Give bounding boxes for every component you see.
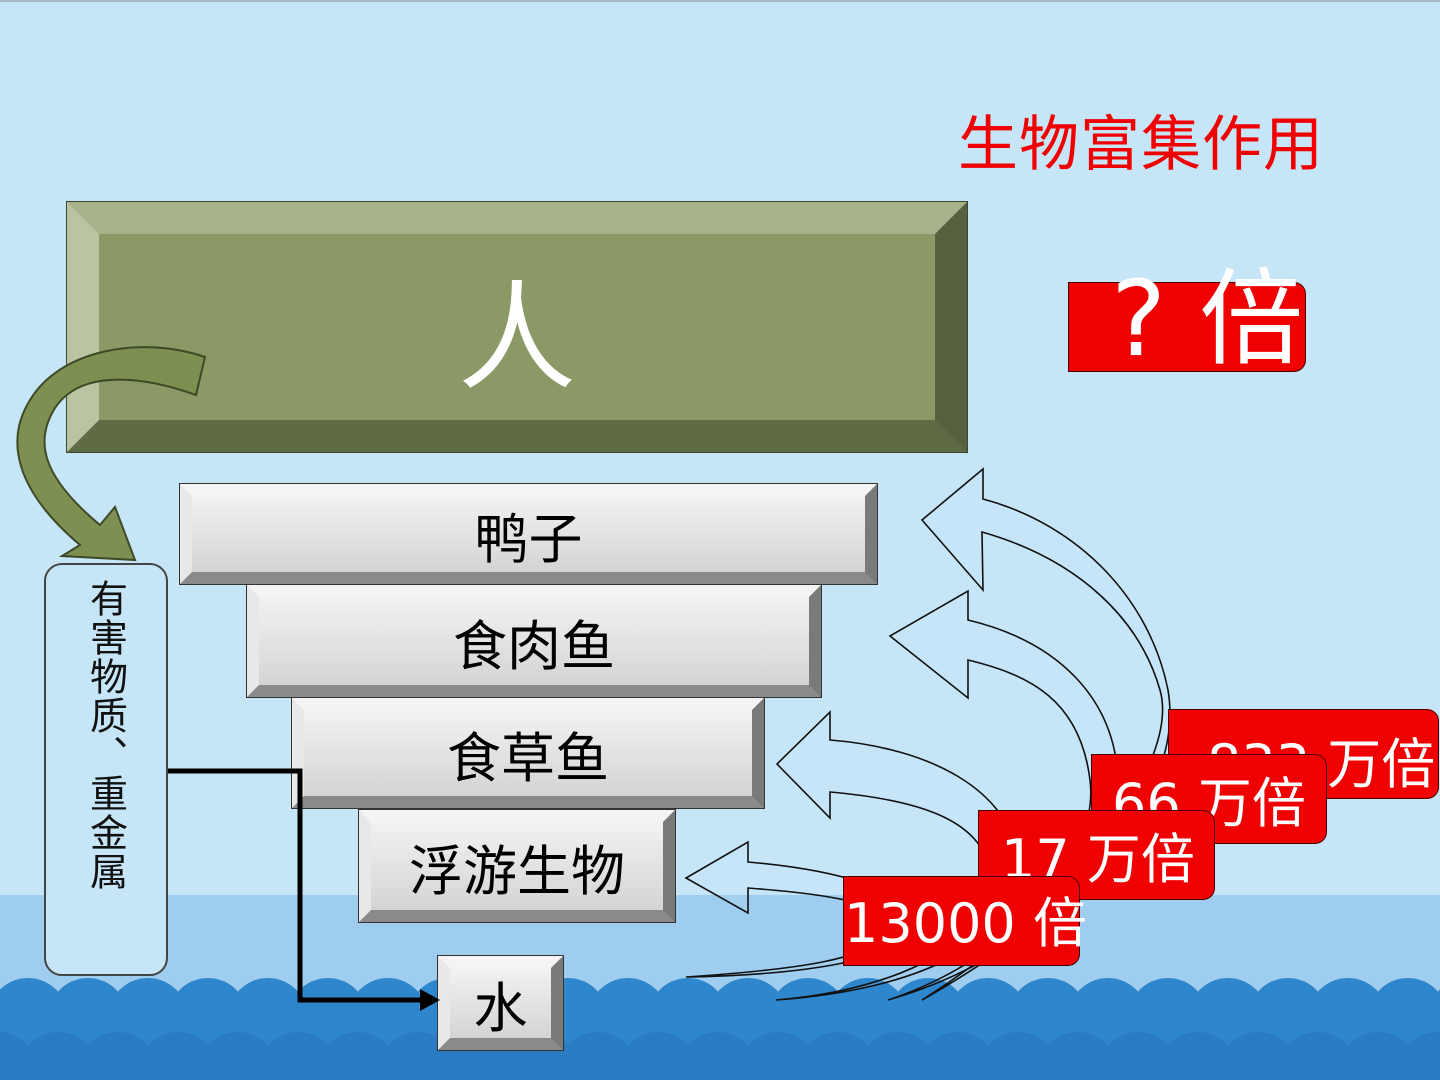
level-water-label: 水 [473,976,528,1040]
green-curved-arrow [16,346,207,562]
wave-scallop [198,1032,278,1080]
wave-scallop [558,1032,638,1080]
wave-scallop [678,1032,758,1080]
wave-scallop [1398,1032,1440,1080]
level-plankton-label: 浮游生物 [409,839,625,903]
wave-scallop [618,1032,698,1080]
connector-arrowhead [420,989,440,1011]
wave-scallop [858,1032,938,1080]
wave-scallop [918,1032,998,1080]
level-human-label: 人 [457,268,576,407]
wave-scallop [1158,1032,1238,1080]
connector-arrow [168,768,428,1003]
wave-scallop [738,1032,818,1080]
badge-unknown-multiplier-text: ? 倍 [1111,258,1304,380]
wave-scallop [258,1032,338,1080]
wave-scallop [18,1032,98,1080]
wave-pattern [0,978,1440,1080]
level-plankton: 浮游生物 [359,810,675,922]
badge-plankton-multiplier-text: 13000 倍 [844,892,1087,955]
badge-plankton-multiplier: 13000 倍 [843,876,1087,966]
harmful-substances-box: 有害物质、重金属 [44,563,168,976]
level-herbivorous-fish: 食草鱼 [292,698,764,808]
level-carnivorous-fish-label: 食肉鱼 [453,614,615,678]
page-title: 生物富集作用 [958,110,1324,180]
wave-scallop [1338,1032,1418,1080]
level-duck-label: 鸭子 [474,507,583,571]
badge-unknown-multiplier: ? 倍 [1068,267,1306,372]
top-border [0,0,1440,2]
level-herbivorous-fish-label: 食草鱼 [447,726,609,790]
level-water: 水 [438,956,563,1050]
wave-scallop [1218,1032,1298,1080]
level-duck: 鸭子 [180,484,877,584]
harmful-substances-label: 有害物质、重金属 [83,579,128,891]
wave-scallop [378,1032,458,1080]
wave-scallop [78,1032,158,1080]
wave-scallop [318,1032,398,1080]
level-carnivorous-fish: 食肉鱼 [247,585,821,697]
wave-scallop [978,1032,1058,1080]
wave-scallop [1278,1032,1358,1080]
wave-scallop [1098,1032,1178,1080]
wave-scallop [1038,1032,1118,1080]
wave-scallop [138,1032,218,1080]
level-human: 人 [67,202,967,452]
wave-scallop [798,1032,878,1080]
